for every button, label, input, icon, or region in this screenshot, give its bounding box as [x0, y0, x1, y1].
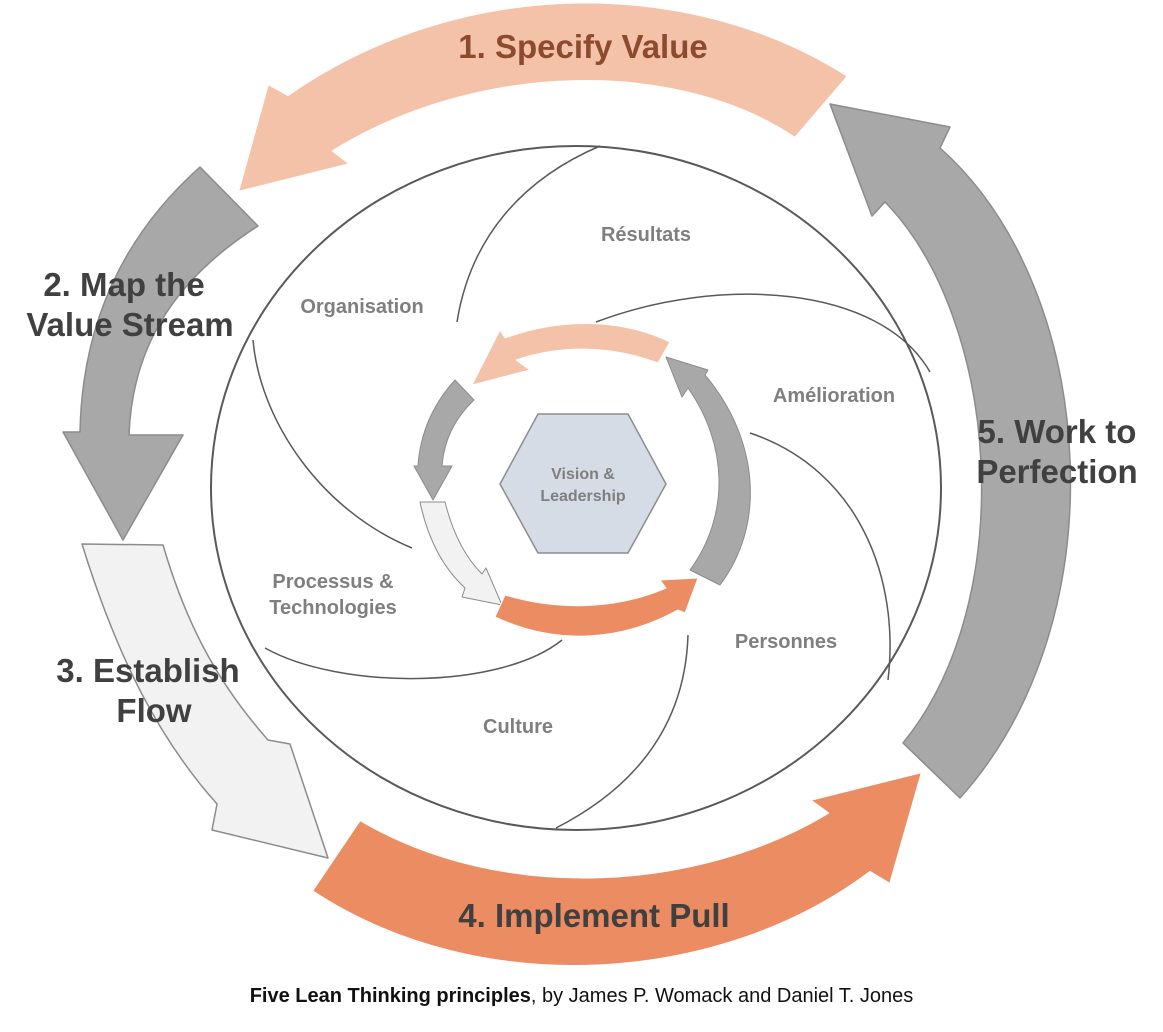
figure-caption: Five Lean Thinking principles, by James …: [0, 985, 1163, 1008]
map-value-stream-arrow: [62, 166, 259, 541]
label-processus-line1: Processus &: [272, 571, 393, 593]
divider-line: [595, 293, 931, 373]
work-to-perfection-arrow: [829, 103, 1072, 799]
principle-2-label-line2: Value Stream: [26, 306, 233, 343]
caption-authors: , by James P. Womack and Daniel T. Jones: [530, 985, 914, 1007]
principle-4-label: 4. Implement Pull: [458, 897, 729, 934]
principle-5-label-line2: Perfection: [976, 453, 1137, 490]
divider-line: [456, 145, 601, 323]
vision-hexagon: [499, 413, 667, 554]
label-resultats: Résultats: [601, 224, 691, 246]
principle-5-label-line1: 5. Work to: [978, 413, 1137, 450]
implement-pull-arrow: [311, 771, 923, 968]
small-value-arrow: [471, 323, 671, 386]
caption-title: Five Lean Thinking principles: [249, 985, 531, 1007]
hexagon-line2: Leadership: [540, 488, 626, 505]
label-organisation: Organisation: [300, 296, 423, 318]
label-processus-line2: Technologies: [269, 597, 396, 619]
label-culture: Culture: [483, 716, 553, 738]
establish-flow-arrow: [81, 543, 329, 859]
small-perfection-arrow: [665, 356, 751, 586]
divider-line: [749, 432, 891, 681]
lean-principles-diagram: Vision & Leadership Résultats Organisati…: [26, 1, 1138, 968]
divider-line: [252, 339, 413, 549]
principle-2-label-line1: 2. Map the: [43, 266, 204, 303]
principle-1-label: 1. Specify Value: [458, 28, 707, 65]
principle-3-label-line1: 3. Establish: [56, 652, 239, 689]
label-amelioration: Amélioration: [773, 385, 895, 407]
hexagon-line1: Vision &: [551, 466, 615, 483]
small-map-arrow: [413, 379, 475, 501]
divider-line: [264, 639, 563, 680]
label-personnes: Personnes: [735, 631, 837, 653]
principle-3-label-line2: Flow: [116, 692, 191, 729]
small-pull-arrow: [494, 577, 699, 637]
divider-line: [555, 634, 689, 829]
specify-value-arrow: [237, 1, 849, 193]
